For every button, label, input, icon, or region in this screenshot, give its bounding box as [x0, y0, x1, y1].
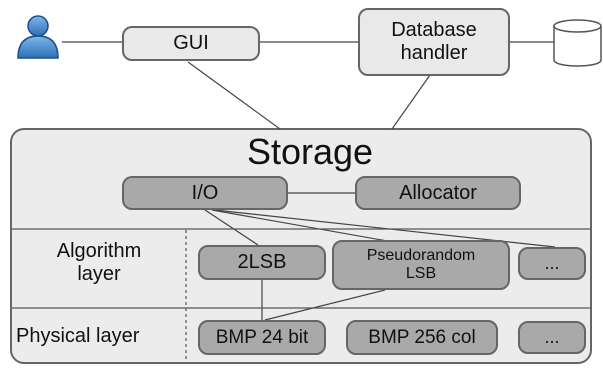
io-label: I/O — [191, 181, 219, 204]
physical-layer-label: Physical layer — [16, 325, 140, 347]
io-box: I/O — [122, 176, 288, 210]
bmp24-label: BMP 24 bit — [215, 326, 309, 348]
db-storage-down-link — [391, 74, 431, 130]
physical-more-box: ... — [518, 321, 586, 354]
allocator-box: Allocator — [355, 176, 521, 210]
algorithm-layer-label-line1: Algorithm — [56, 240, 142, 262]
allocator-label: Allocator — [399, 181, 477, 204]
algorithm-layer-label-line2: layer — [77, 263, 121, 285]
gui-label: GUI — [173, 32, 209, 54]
physical-more-label: ... — [544, 327, 560, 348]
pseudorandom-lsb-box: Pseudorandom LSB — [332, 240, 510, 290]
pseudorandom-label-line2: LSB — [405, 265, 437, 282]
database-handler-label-line2: handler — [400, 42, 468, 64]
bmp256-label: BMP 256 col — [368, 326, 476, 348]
gui-storage-link — [187, 61, 281, 130]
algorithm-layer-label: Algorithm layer — [14, 240, 184, 286]
storage-title: Storage — [246, 131, 374, 172]
bmp256-box: BMP 256 col — [346, 320, 498, 355]
user-icon — [17, 15, 59, 59]
2lsb-box: 2LSB — [198, 245, 326, 280]
io-2lsb-link — [204, 209, 259, 246]
database-icon — [553, 19, 602, 67]
database-handler-box: Database handler — [358, 8, 510, 76]
algorithm-more-label: ... — [544, 253, 560, 274]
io-pseudo-link — [211, 209, 411, 246]
pseudo-bmp24-link — [264, 289, 386, 321]
algorithm-more-box: ... — [518, 247, 586, 280]
pseudorandom-label-line1: Pseudorandom — [366, 246, 476, 264]
bmp24-box: BMP 24 bit — [198, 320, 326, 355]
database-handler-label-line1: Database — [391, 19, 477, 41]
2lsb-label: 2LSB — [237, 251, 287, 273]
gui-box: GUI — [122, 26, 260, 61]
